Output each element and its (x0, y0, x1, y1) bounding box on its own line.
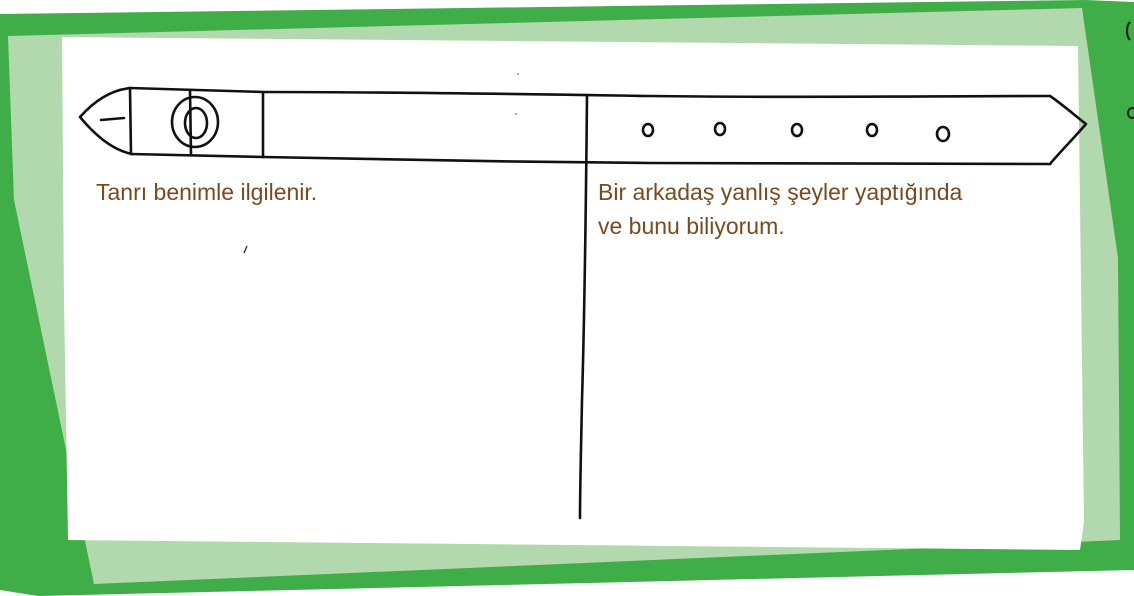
buckle-ring-outer (170, 95, 220, 149)
strap-end (1048, 94, 1088, 166)
belt-drawing (78, 86, 1088, 520)
belt-tip (78, 86, 134, 156)
buckle-ring-inner (183, 106, 209, 140)
belt-hole (641, 122, 655, 138)
paper-sheet (62, 37, 1084, 550)
stray-mark (243, 245, 248, 254)
caption-right-line2: ve bunu biliyorum. (598, 213, 785, 239)
caption-right: Bir arkadaş yanlış şeyler yaptığında ve … (598, 175, 962, 243)
stray-dot (517, 73, 519, 75)
caption-left: Tanrı benimle ilgilenir. (96, 179, 318, 205)
strap-top (261, 90, 1052, 99)
buckle-divider (188, 88, 193, 157)
belt-hole (935, 125, 951, 143)
caption-right-line1: Bir arkadaş yanlış şeyler yaptığında (598, 179, 963, 205)
belt-hole (790, 122, 804, 138)
edge-fragment (1125, 21, 1131, 41)
vertical-divider (578, 94, 589, 520)
belt-tip-mark (99, 116, 126, 122)
belt-hole (713, 121, 727, 137)
belt-hole (865, 122, 879, 138)
stray-dot (515, 113, 517, 115)
strap-bottom (261, 155, 1052, 166)
edge-fragment (1127, 107, 1134, 119)
